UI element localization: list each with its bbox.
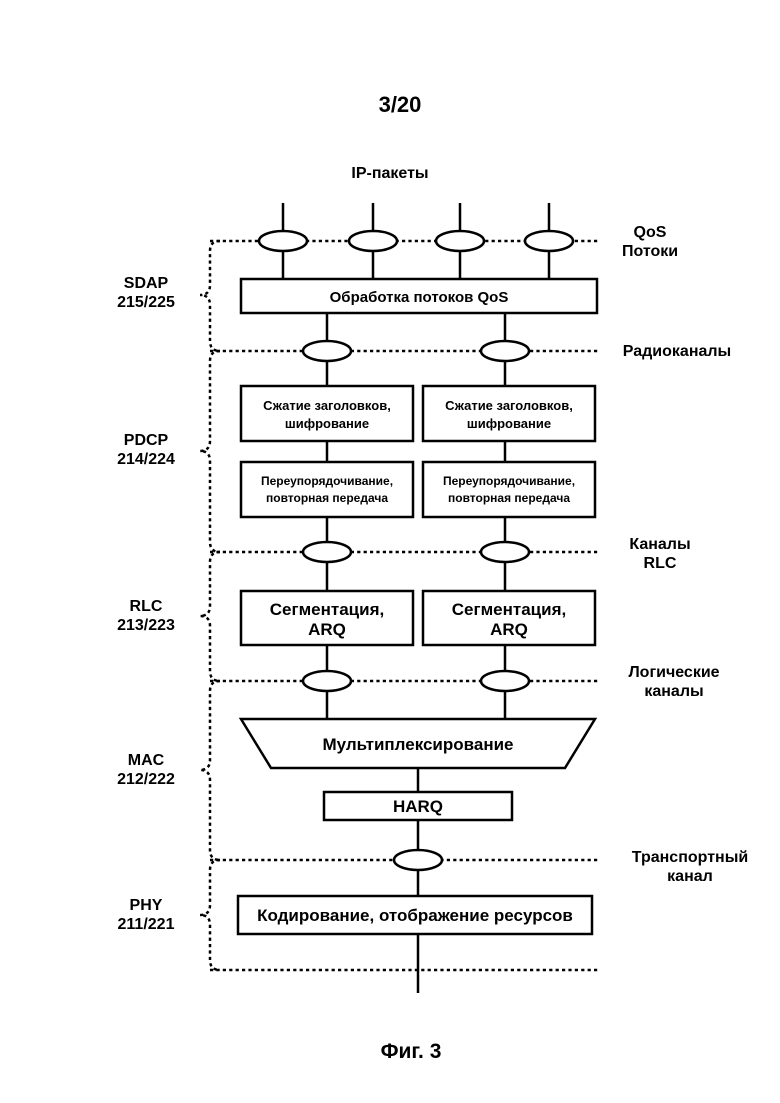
coding-label: Кодирование, отображение ресурсов	[257, 906, 573, 925]
harq-label: HARQ	[393, 797, 443, 816]
sdap-layer-ref: 215/225	[117, 294, 175, 311]
mac-layer-name: MAC	[128, 752, 165, 769]
pdcp-bracket	[200, 351, 220, 552]
header-compression-box-left	[241, 386, 413, 441]
segmentation-label-left-1: Сегментация,	[270, 600, 384, 619]
channel-ovals	[259, 231, 573, 870]
header-compression-label-right-2: шифрование	[467, 416, 551, 431]
reordering-box-left	[241, 462, 413, 517]
phy-layer-name: PHY	[130, 897, 163, 914]
reordering-label-right-1: Переупорядочивание,	[443, 474, 575, 488]
segmentation-label-right-1: Сегментация,	[452, 600, 566, 619]
rlc-channels-label-1: Каналы	[629, 536, 690, 553]
reordering-label-left-1: Переупорядочивание,	[261, 474, 393, 488]
figure-caption: Фиг. 3	[381, 1040, 442, 1063]
header-compression-label-left-2: шифрование	[285, 416, 369, 431]
qos-flows-label-1: QoS	[634, 224, 667, 241]
header-compression-box-right	[423, 386, 595, 441]
logical-channels-label-1: Логические	[628, 664, 719, 681]
mac-bracket	[200, 681, 220, 860]
rlc-layer-name: RLC	[130, 598, 163, 615]
logical-channels-label-2: каналы	[644, 683, 703, 700]
reordering-box-right	[423, 462, 595, 517]
multiplexing-label: Мультиплексирование	[322, 735, 513, 754]
header-compression-label-left-1: Сжатие заголовков,	[263, 398, 391, 413]
qos-flow-handling-label: Обработка потоков QoS	[330, 289, 509, 306]
transport-channel-label-1: Транспортный	[632, 849, 748, 866]
radio-bearers-label: Радиоканалы	[623, 343, 731, 360]
pdcp-layer-ref: 214/224	[117, 451, 175, 468]
pdcp-layer-name: PDCP	[124, 432, 169, 449]
header-compression-label-right-1: Сжатие заголовков,	[445, 398, 573, 413]
transport-channel-label-2: канал	[667, 868, 713, 885]
rlc-bracket	[200, 552, 220, 681]
reordering-label-right-2: повторная передача	[448, 491, 570, 505]
sdap-layer-name: SDAP	[124, 275, 169, 292]
segmentation-label-left-2: ARQ	[308, 620, 346, 639]
segmentation-label-right-2: ARQ	[490, 620, 528, 639]
rlc-layer-ref: 213/223	[117, 617, 175, 634]
qos-flows-label-2: Потоки	[622, 243, 678, 260]
ip-packets-label: IP-пакеты	[351, 165, 428, 182]
reordering-label-left-2: повторная передача	[266, 491, 388, 505]
mac-layer-ref: 212/222	[117, 771, 175, 788]
rlc-channels-label-2: RLC	[644, 555, 677, 572]
sdap-bracket	[200, 241, 220, 351]
phy-layer-ref: 211/221	[118, 916, 175, 933]
phy-bracket	[200, 860, 220, 970]
page-number: 3/20	[379, 92, 422, 117]
